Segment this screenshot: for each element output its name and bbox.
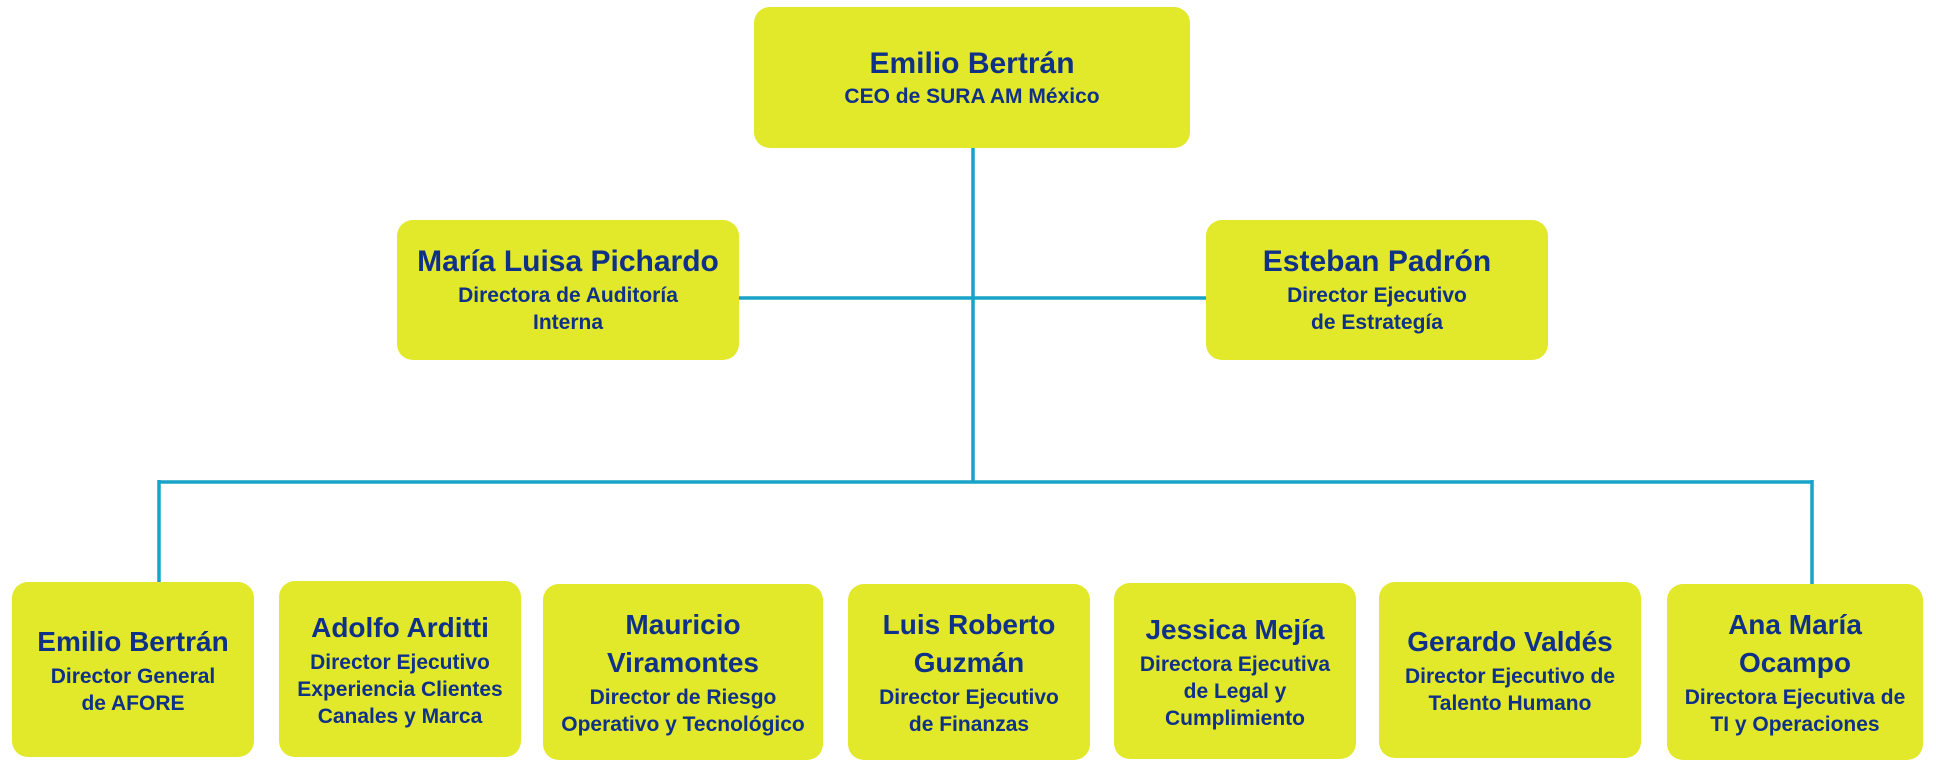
ceo-box: Emilio Bertrán CEO de SURA AM México <box>754 7 1190 148</box>
report-name: Gerardo Valdés <box>1407 626 1613 657</box>
staff-name: María Luisa Pichardo <box>417 245 719 278</box>
report-name: Jessica Mejía <box>1145 613 1325 645</box>
ceo-role: CEO de SURA AM México <box>844 84 1100 108</box>
ceo-name: Emilio Bertrán <box>869 46 1075 80</box>
report-name: Adolfo Arditti <box>311 611 489 643</box>
report-name: Emilio Bertrán <box>37 625 229 657</box>
staff-box-auditoria: María Luisa Pichardo Directora de Audito… <box>397 220 739 360</box>
staff-name: Esteban Padrón <box>1262 245 1492 278</box>
